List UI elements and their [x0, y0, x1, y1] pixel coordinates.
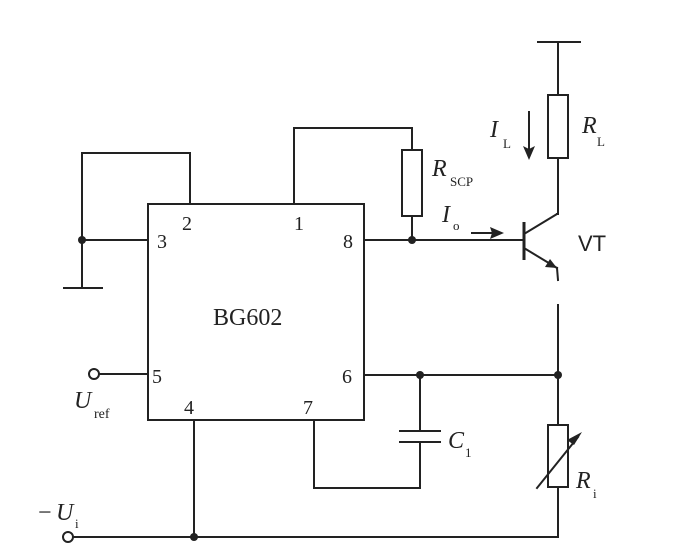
junction-pin4	[190, 533, 198, 541]
io-arrow-icon	[471, 227, 504, 239]
ui-sign: −	[38, 500, 52, 526]
pin1-rscp-wiring	[293, 127, 423, 241]
pin2-pin3-ground-wiring	[63, 152, 191, 289]
pin-7-label: 7	[303, 397, 313, 419]
ri-subscript: i	[593, 486, 597, 501]
rl-resistor	[547, 94, 569, 159]
ri-label: R	[575, 468, 591, 494]
c1-subscript: 1	[465, 445, 472, 460]
pin-2-label: 2	[182, 213, 192, 235]
pin8-base-wiring	[363, 236, 525, 244]
il-label: I	[489, 117, 499, 143]
uref-input	[88, 368, 149, 380]
junction-pin3	[78, 236, 86, 244]
ui-terminal	[62, 531, 74, 543]
pin-1-label: 1	[294, 213, 304, 235]
pin-3-label: 3	[157, 231, 167, 253]
bg602-chip	[147, 203, 365, 421]
rscp-resistor	[401, 149, 423, 217]
c1-capacitor	[313, 374, 441, 489]
rl-subscript: L	[597, 134, 605, 149]
negative-supply-rail	[62, 419, 559, 543]
emitter-branch	[363, 266, 562, 426]
uref-terminal	[88, 368, 100, 380]
il-subscript: L	[503, 136, 511, 151]
io-label: I	[441, 202, 451, 228]
io-subscript: o	[453, 218, 460, 233]
load-branch	[537, 41, 581, 215]
rscp-label: R	[431, 156, 447, 182]
rl-label: R	[581, 113, 597, 139]
pin-6-label: 6	[342, 366, 352, 388]
junction-emitter	[554, 371, 562, 379]
c1-label: C	[448, 428, 465, 454]
uref-label: U	[74, 388, 93, 414]
pin-4-label: 4	[184, 397, 194, 419]
pin-5-label: 5	[152, 366, 162, 388]
il-arrow-icon	[523, 111, 535, 160]
rscp-subscript: SCP	[450, 174, 473, 189]
chip-name: BG602	[213, 305, 282, 331]
junction-pin8	[408, 236, 416, 244]
ui-label: U	[56, 500, 75, 526]
pin-8-label: 8	[343, 231, 353, 253]
ri-variable-resistor	[535, 424, 582, 538]
vt-label: VT	[578, 231, 606, 256]
uref-subscript: ref	[94, 407, 110, 422]
ui-subscript: i	[75, 516, 79, 531]
vt-transistor	[522, 212, 559, 270]
